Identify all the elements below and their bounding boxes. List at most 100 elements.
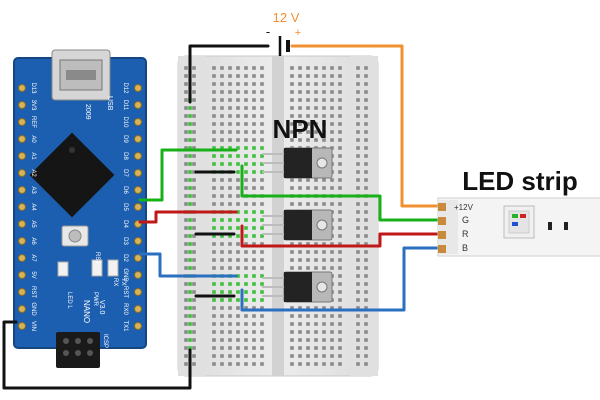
rail-hole [188,122,192,126]
breadboard-hole [356,322,360,326]
breadboard-hole [290,106,294,110]
breadboard-hole [298,362,302,366]
breadboard-hole [212,322,216,326]
breadboard-hole [298,354,302,358]
breadboard-hole [252,322,256,326]
breadboard-hole [220,242,224,246]
breadboard-hole [338,274,342,278]
breadboard-hole [252,274,256,278]
breadboard-hole [260,178,264,182]
battery-voltage-label: 12 V [273,10,300,25]
breadboard-hole [298,258,302,262]
rail-hole [188,130,192,134]
breadboard-hole [236,242,240,246]
breadboard-hole [306,178,310,182]
breadboard-hole [314,186,318,190]
breadboard-hole [338,138,342,142]
breadboard-hole [184,114,188,118]
breadboard-hole [252,314,256,318]
breadboard-hole [364,362,368,366]
breadboard-hole [228,362,232,366]
breadboard-hole [244,250,248,254]
breadboard-hole [338,298,342,302]
nano-pin-hole [18,152,26,160]
breadboard-hole [220,106,224,110]
breadboard-hole [184,74,188,78]
breadboard-hole [228,338,232,342]
breadboard-hole [220,122,224,126]
breadboard-hole [244,154,248,158]
breadboard-hole [306,98,310,102]
breadboard-hole [228,194,232,198]
breadboard-hole [290,306,294,310]
breadboard-hole [306,250,310,254]
breadboard-hole [192,170,196,174]
breadboard-hole [244,178,248,182]
breadboard-hole [220,226,224,230]
breadboard-hole [244,354,248,358]
breadboard-hole [338,210,342,214]
breadboard-hole [364,218,368,222]
breadboard-hole [298,186,302,190]
breadboard-hole [252,330,256,334]
breadboard-hole [322,130,326,134]
breadboard-hole [244,106,248,110]
nano-pin-hole [134,169,142,177]
breadboard-hole [228,162,232,166]
breadboard-hole [192,266,196,270]
breadboard-hole [364,90,368,94]
breadboard-hole [184,306,188,310]
breadboard-hole [228,226,232,230]
breadboard-hole [306,338,310,342]
breadboard-hole [298,250,302,254]
breadboard-hole [252,218,256,222]
breadboard-hole [298,130,302,134]
wire-green-drain [240,164,442,222]
breadboard-hole [236,130,240,134]
breadboard-hole [236,114,240,118]
breadboard-hole [356,202,360,206]
breadboard-hole [314,266,318,270]
nano-pin-label: TX1 [122,320,128,332]
rail-hole [188,298,192,302]
breadboard-hole [184,170,188,174]
battery-symbol-icon: 12 V - + [266,10,301,56]
breadboard-hole [356,250,360,254]
breadboard-hole [184,282,188,286]
breadboard-hole [330,130,334,134]
breadboard-hole [260,298,264,302]
breadboard-hole [220,346,224,350]
breadboard-hole [220,290,224,294]
breadboard-hole [228,234,232,238]
nano-pin-label: D11 [122,100,128,111]
breadboard-hole [192,226,196,230]
breadboard-hole [306,186,310,190]
breadboard-hole [252,210,256,214]
breadboard-hole [290,242,294,246]
breadboard-hole [244,290,248,294]
breadboard-hole [212,66,216,70]
breadboard-hole [364,290,368,294]
breadboard-hole [314,114,318,118]
breadboard-hole [290,178,294,182]
nano-pin-holes [18,84,142,330]
nano-pin-label: D2 [122,254,128,262]
breadboard-hole [252,354,256,358]
wire-green-gate [138,148,238,202]
breadboard-hole [220,250,224,254]
breadboard-hole [260,354,264,358]
breadboard-hole [236,90,240,94]
breadboard-hole [338,202,342,206]
breadboard-hole [184,186,188,190]
breadboard-hole [322,338,326,342]
breadboard-hole [322,186,326,190]
breadboard-hole [192,314,196,318]
breadboard-hole [298,346,302,350]
nano-pin-hole [134,203,142,211]
breadboard-hole [260,330,264,334]
breadboard-hole [228,154,232,158]
rail-hole [188,242,192,246]
breadboard-hole [306,242,310,246]
breadboard-hole [192,250,196,254]
